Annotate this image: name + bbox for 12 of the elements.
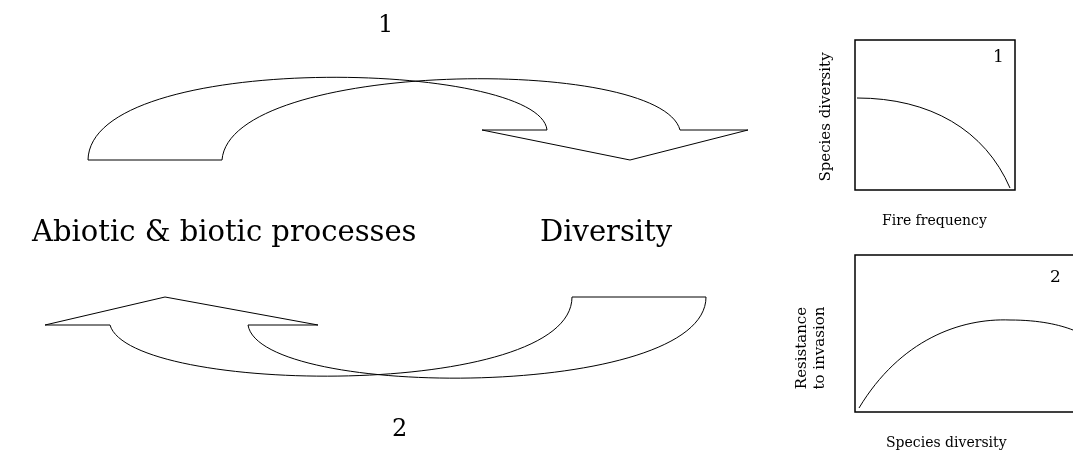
edge-label: 2 bbox=[392, 414, 408, 442]
curved-arrow bbox=[87, 77, 749, 161]
axis-title: Species diversity bbox=[816, 51, 834, 184]
text-label: Diversity bbox=[538, 210, 675, 252]
chart-number: 2 bbox=[1050, 266, 1061, 286]
curved-arrow bbox=[44, 296, 707, 379]
axis-title: Species diversity bbox=[886, 434, 1007, 450]
chart-number: 1 bbox=[993, 46, 1004, 66]
text-label: Abiotic & biotic processes bbox=[30, 210, 419, 252]
axis-title: Resistance to invasion bbox=[791, 305, 828, 392]
axis-title: Fire frequency bbox=[882, 212, 987, 228]
edge-label: 1 bbox=[378, 10, 394, 38]
